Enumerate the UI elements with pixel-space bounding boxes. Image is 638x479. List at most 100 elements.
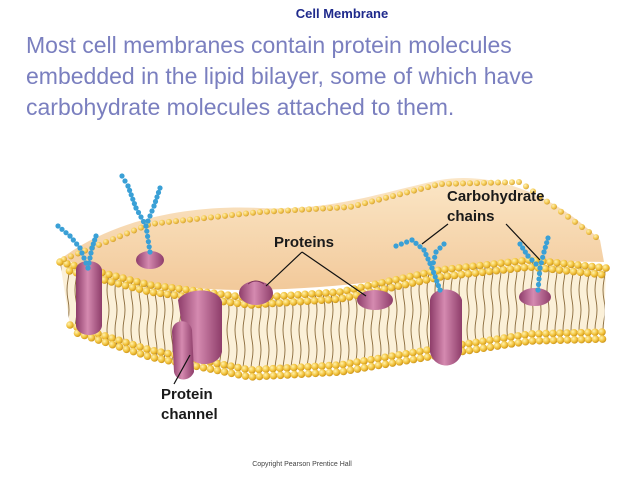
lipid-head	[392, 275, 400, 284]
lipid-head	[248, 373, 257, 381]
lipid-head	[374, 361, 383, 370]
lipid-head	[124, 230, 130, 237]
lipid-head	[346, 359, 354, 368]
lipid-head	[553, 259, 561, 267]
lipid-head	[346, 366, 355, 375]
lipid-head	[513, 264, 522, 273]
lipid-head	[479, 337, 487, 346]
lipid-head	[486, 343, 495, 351]
lipid-head	[511, 257, 519, 266]
lipid-head	[360, 357, 368, 365]
lipid-head	[399, 274, 407, 282]
lipid-head	[425, 184, 431, 191]
lipid-head	[404, 189, 410, 196]
carbohydrate-bead	[536, 276, 542, 282]
lipid-head	[182, 285, 190, 294]
lipid-head	[299, 206, 305, 213]
lipid-head	[110, 236, 116, 243]
lipid-head	[497, 259, 505, 268]
lipid-head	[556, 329, 564, 337]
lipid-head	[156, 289, 165, 298]
lipid-head	[241, 365, 249, 373]
carbohydrate-bead	[434, 278, 440, 284]
carbohydrate-bead	[437, 287, 443, 293]
carbohydrate-bead	[146, 244, 152, 250]
proteins	[76, 251, 551, 380]
lipid-head	[308, 290, 316, 298]
lipid-head	[394, 282, 403, 290]
carbohydrate-bead	[538, 260, 544, 266]
carbohydrate-bead	[67, 233, 73, 239]
lipid-head	[332, 368, 341, 376]
lipid-head	[61, 256, 67, 263]
lipid-head	[595, 263, 603, 272]
lipid-head	[402, 349, 410, 358]
lipid-head	[229, 212, 235, 219]
lipid-head	[311, 369, 320, 378]
lipid-head	[446, 180, 452, 187]
lipid-head	[66, 321, 74, 329]
lipid-head	[129, 340, 137, 349]
carbohydrate-bead	[154, 194, 160, 200]
lipid-head	[476, 261, 484, 270]
lipid-head	[565, 213, 571, 220]
carbohydrate-bead	[63, 230, 69, 236]
lipid-head	[528, 330, 536, 338]
lipid-head	[339, 360, 347, 369]
lipid-head	[290, 363, 298, 372]
lipid-head	[234, 363, 242, 372]
lipid-head	[341, 204, 347, 211]
lipid-head	[509, 179, 515, 186]
carbohydrate-bead	[430, 260, 436, 266]
lipid-head	[100, 276, 109, 284]
carbohydrate-chains	[55, 173, 551, 293]
lipid-head	[401, 280, 410, 289]
lipid-head	[381, 353, 389, 362]
lipid-head	[315, 289, 323, 298]
lipid-head	[362, 200, 368, 207]
lipid-head	[285, 207, 291, 214]
lipid-head	[276, 371, 285, 380]
carbohydrate-bead	[135, 209, 142, 216]
lipid-head	[138, 224, 144, 231]
lipid-head	[122, 338, 130, 347]
lipid-head	[280, 291, 288, 300]
label-proteins: Proteins	[274, 234, 335, 251]
lipid-head	[175, 284, 183, 293]
carbohydrate-bead	[92, 237, 98, 243]
lipid-head	[486, 336, 494, 345]
lipid-head	[388, 352, 396, 360]
lipid-head	[142, 287, 151, 295]
lipid-head	[149, 288, 158, 297]
lipid-head	[360, 364, 369, 372]
lipid-head	[520, 263, 529, 272]
lipid-head	[70, 261, 78, 270]
lipid-head	[385, 277, 393, 286]
lipid-head	[227, 369, 236, 378]
lipid-head	[327, 205, 333, 212]
carbohydrate-bead	[398, 241, 404, 247]
lipid-head	[122, 345, 131, 354]
lipid-head	[180, 217, 186, 224]
copyright-text: Copyright Pearson Prentice Hall	[252, 461, 352, 468]
lipid-head	[154, 282, 162, 290]
lipid-head	[374, 354, 382, 363]
lipid-head	[542, 336, 551, 345]
lipid-head	[423, 346, 431, 355]
lipid-head	[283, 371, 292, 379]
carbohydrate-bead	[149, 208, 155, 214]
lipid-head	[128, 283, 137, 292]
lipid-head	[345, 293, 354, 301]
lipid-head	[506, 265, 515, 273]
lipid-head	[388, 359, 397, 367]
lipid-head	[562, 267, 571, 275]
lipid-head	[304, 362, 312, 371]
lipid-head	[161, 283, 169, 291]
lipid-head	[163, 290, 172, 299]
lipid-head	[541, 264, 550, 273]
lipid-head	[353, 358, 361, 366]
lipid-head	[583, 269, 592, 277]
lipid-head	[105, 270, 113, 279]
lipid-head	[201, 215, 207, 222]
lipid-head	[493, 342, 502, 350]
